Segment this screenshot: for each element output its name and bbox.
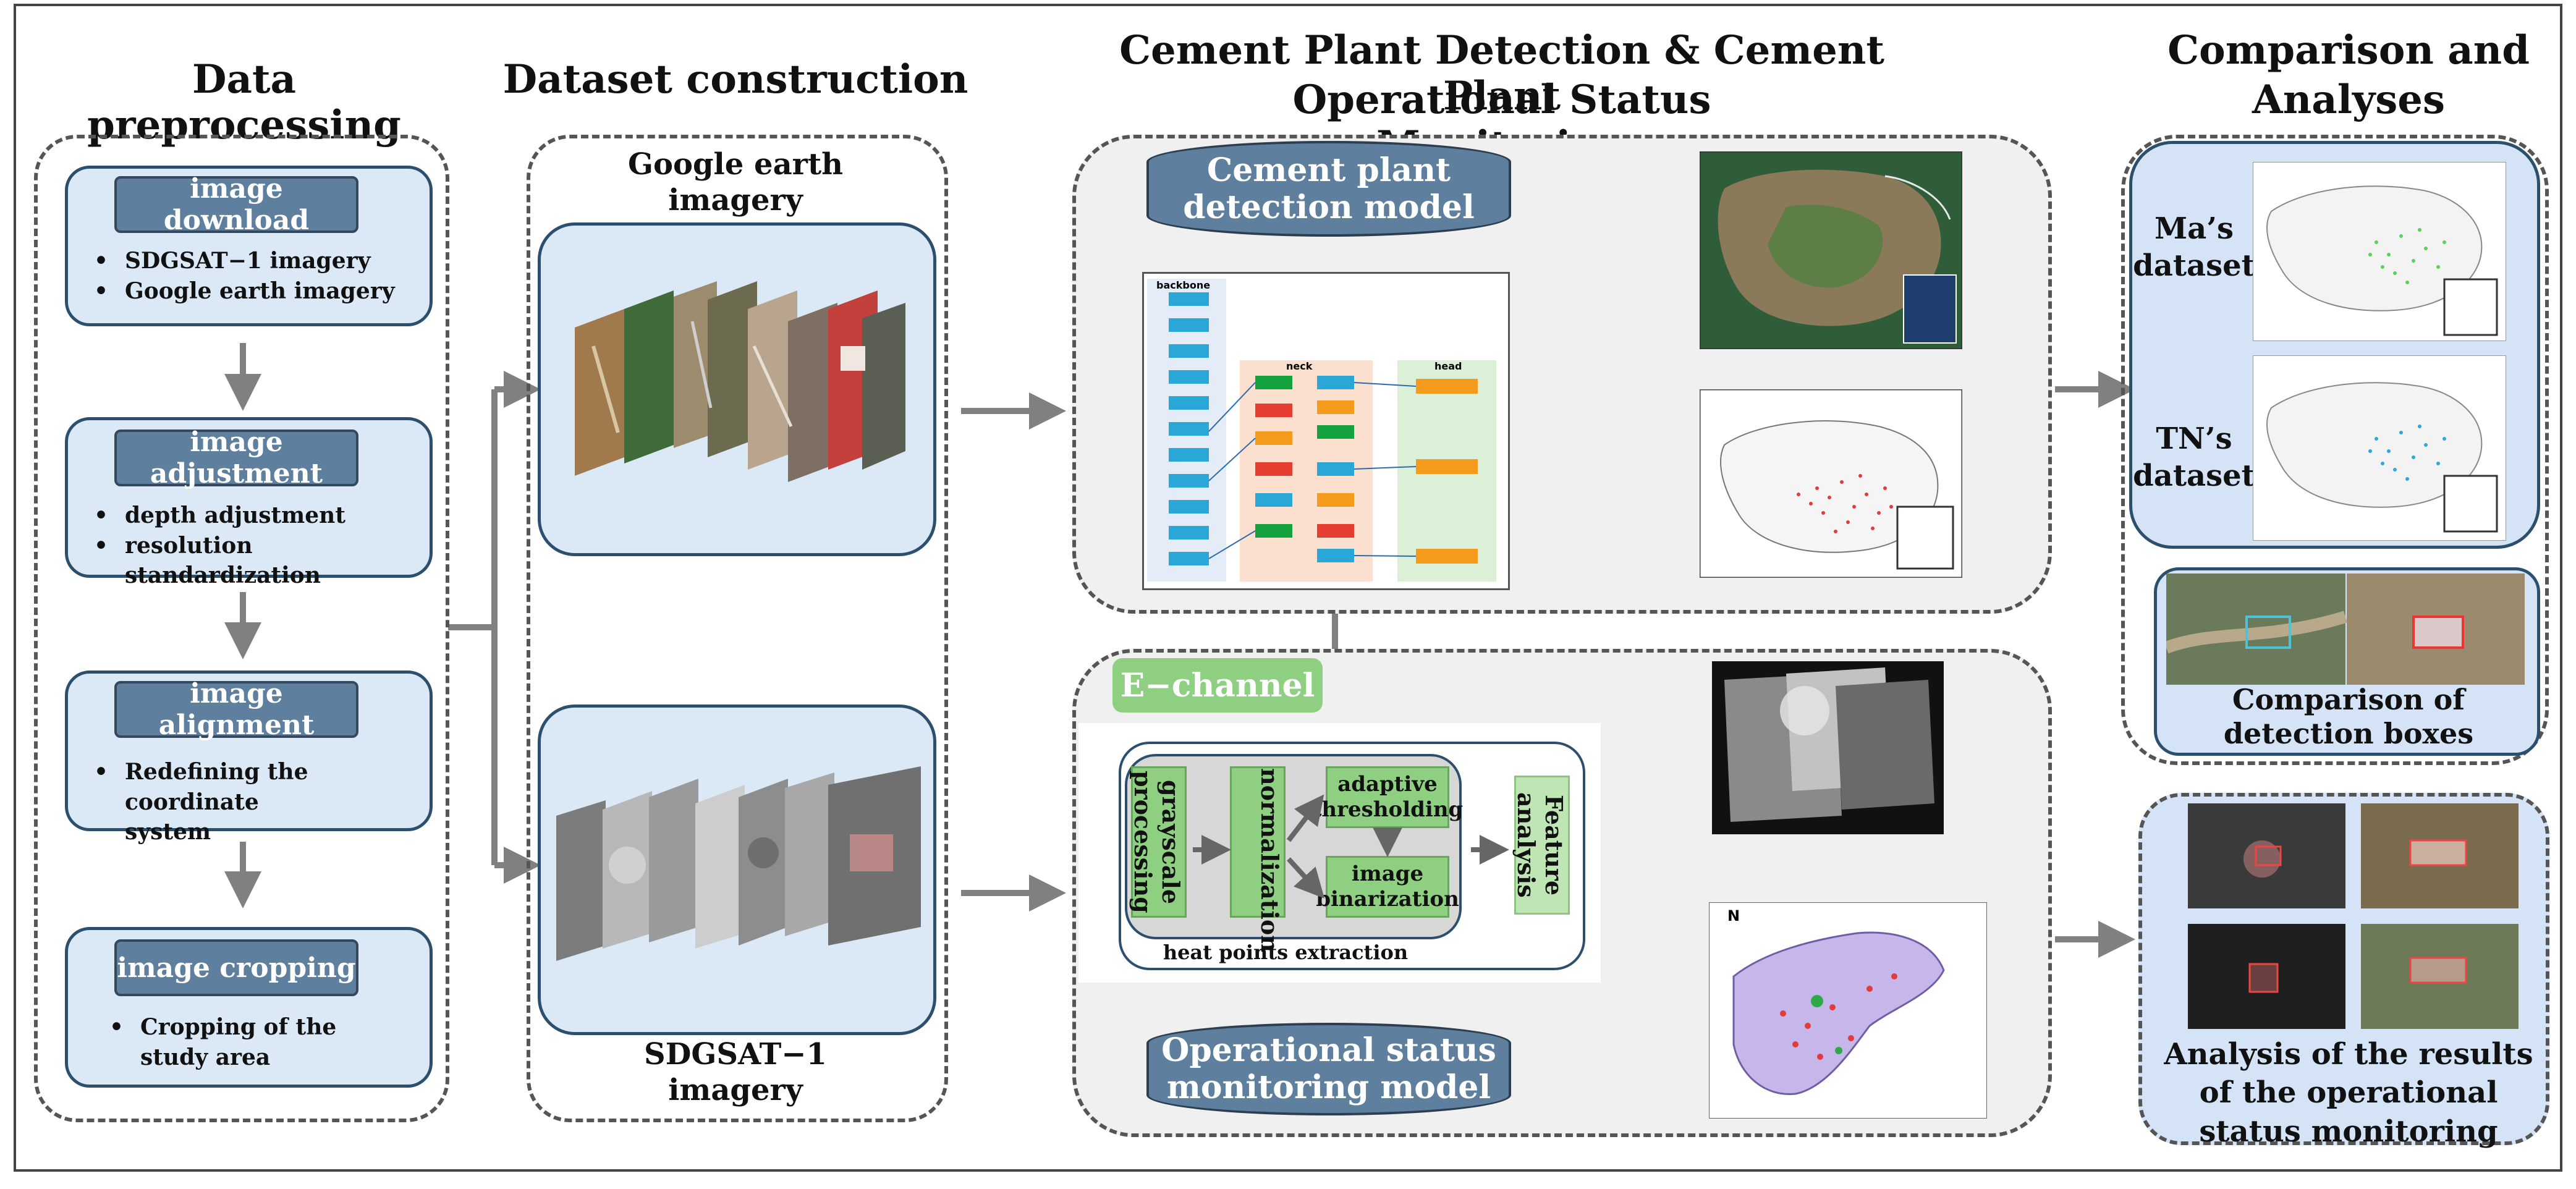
bullet-item: resolution standardization — [87, 531, 433, 591]
network-diagram-graphic: backbone neck head — [1147, 279, 1496, 582]
boxes-compare-label: Comparison of detection boxes — [2223, 683, 2474, 751]
monitoring-model-cylinder: Operational status monitoring model — [1146, 1023, 1511, 1115]
step-title-cropping: image cropping — [114, 939, 358, 996]
heading-comparison-line2: Analyses — [2252, 77, 2445, 123]
grayscale-block: grayscale processing — [1129, 766, 1187, 918]
tn-dataset-map — [2253, 355, 2506, 541]
echannel-badge: E−channel — [1112, 658, 1323, 713]
svg-text:N: N — [1727, 907, 1740, 925]
step-title-adjustment: image adjustment — [114, 426, 358, 489]
bullet-item: SDGSAT−1 imagery — [87, 246, 420, 276]
heading-detection-line1: Cement Plant Detection & Cement Plant — [1119, 27, 1884, 119]
detection-boxes-images — [2166, 573, 2525, 685]
diagram-frame — [14, 4, 2562, 1172]
heat-points-label: heat points extraction — [1163, 941, 1409, 964]
heading-preprocessing: Data preprocessing — [87, 56, 401, 148]
detection-model-cylinder: Cement plant detection model — [1146, 141, 1511, 237]
network-backbone-label: backbone — [1156, 279, 1210, 291]
step-bullets-download: SDGSAT−1 imagery Google earth imagery — [87, 246, 420, 306]
feature-analysis-block: Feature analysis — [1512, 776, 1570, 915]
dataset-group — [527, 135, 948, 1122]
results-label: Analysis of the results of the operation… — [2164, 1037, 2533, 1149]
echannel-arrows — [1193, 794, 1509, 899]
heading-dataset: Dataset construction — [502, 56, 968, 103]
network-neck-label: neck — [1286, 360, 1313, 372]
tn-dataset-label: TN’s dataset — [2133, 421, 2255, 493]
step-bullets-adjustment: depth adjustment resolution standardizat… — [87, 501, 433, 591]
step-bullets-alignment: Redefining the coordinate system — [87, 757, 334, 847]
google-imagery-stack — [575, 281, 905, 482]
bullet-item: Redefining the coordinate system — [87, 757, 334, 847]
step-title-download: image download — [114, 173, 358, 236]
sdgsat-imagery-stack — [556, 766, 921, 961]
china-satellite-map — [1700, 151, 1962, 349]
thermal-image — [1712, 661, 1944, 834]
comparison-group — [2121, 135, 2549, 765]
province-map: N — [1709, 902, 1987, 1119]
preprocessing-group — [34, 135, 449, 1122]
google-label: Google earth imagery — [627, 147, 844, 218]
sdgsat-label: SDGSAT−1 imagery — [644, 1037, 827, 1107]
adaptive-threshold-block: adaptive thresholding — [1312, 766, 1463, 828]
bullet-item: Cropping of the study area — [102, 1012, 337, 1072]
ma-dataset-label: Ma’s dataset — [2133, 211, 2255, 283]
echannel-workflow-border — [1119, 742, 1585, 970]
heading-comparison-line1: Comparison and — [2167, 27, 2530, 74]
bullet-item: depth adjustment — [87, 501, 433, 531]
binarization-block: image binarization — [1316, 856, 1459, 918]
network-head-label: head — [1434, 360, 1462, 372]
step-bullets-cropping: Cropping of the study area — [102, 1012, 337, 1072]
ma-dataset-map — [2253, 162, 2506, 341]
china-points-map — [1700, 389, 1962, 578]
bullet-item: Google earth imagery — [87, 276, 420, 307]
step-title-alignment: image alignment — [114, 678, 358, 741]
results-images — [2188, 803, 2519, 1029]
